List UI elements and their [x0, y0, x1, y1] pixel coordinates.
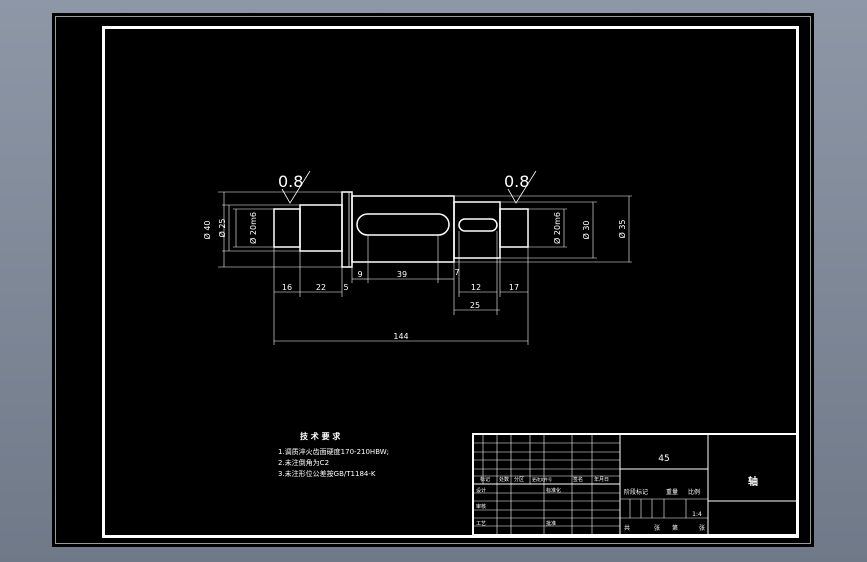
- weight-label: 重量: [666, 488, 678, 496]
- sheet-total-prefix: 共: [624, 524, 630, 532]
- dim-22: 22: [316, 283, 326, 292]
- dim-d40: Ø 40: [202, 220, 212, 239]
- roughness-right-label: 0.8: [504, 172, 529, 191]
- part-name: 轴: [748, 475, 758, 488]
- drawing-sheet: 0.8 0.8 Ø 40 Ø 25 Ø 20m6 Ø 20m6 Ø 30 Ø 3…: [52, 13, 814, 547]
- role-review: 审核: [476, 503, 486, 510]
- dim-144: 144: [393, 332, 408, 341]
- stage-mark-label: 阶段标记: [624, 488, 648, 496]
- shaft-drawing: 0.8 0.8 Ø 40 Ø 25 Ø 20m6 Ø 20m6 Ø 30 Ø 3…: [55, 16, 811, 544]
- material-label: 45: [658, 454, 669, 464]
- outer-frame: [55, 16, 811, 544]
- header-zone: 分区: [514, 476, 524, 483]
- note-line-2: 2.未注倒角为C2: [278, 458, 329, 467]
- dim-d35: Ø 35: [617, 219, 627, 238]
- dim-39: 39: [397, 270, 407, 279]
- roughness-symbols: [281, 170, 537, 204]
- sheet-number-suffix: 张: [699, 524, 705, 532]
- roughness-left-label: 0.8: [278, 172, 303, 191]
- drawing-border: [102, 26, 799, 538]
- role-standard: 标准化: [546, 487, 561, 494]
- dim-16: 16: [282, 283, 292, 292]
- dimension-lines: [218, 191, 632, 345]
- role-process: 工艺: [476, 521, 486, 527]
- sheet-number-prefix: 第: [672, 524, 678, 532]
- dim-9: 9: [357, 270, 362, 279]
- dim-d30: Ø 30: [581, 220, 591, 239]
- note-line-3: 3.未注形位公差按GB/T1184-K: [278, 469, 376, 478]
- role-approve: 批准: [546, 520, 556, 527]
- header-count: 处数: [499, 476, 509, 483]
- dim-17: 17: [509, 283, 519, 292]
- dim-d20m6-left: Ø 20m6: [248, 212, 258, 244]
- note-line-1: 1.调质淬火齿面硬度170-210HBW;: [278, 447, 389, 456]
- dim-12: 12: [471, 283, 481, 292]
- notes-title: 技 术 要 求: [300, 431, 341, 441]
- dim-25: 25: [470, 301, 480, 310]
- role-design: 设计: [476, 487, 486, 494]
- scale-value: 1:4: [692, 511, 702, 518]
- scale-label: 比例: [688, 488, 700, 496]
- dim-d20m6-right: Ø 20m6: [552, 212, 562, 244]
- header-mark: 标记: [480, 476, 490, 483]
- dim-d25: Ø 25: [217, 218, 227, 237]
- dim-7: 7: [454, 268, 459, 277]
- title-block: [472, 433, 799, 536]
- header-change-doc: 更改文件号: [532, 476, 552, 482]
- header-signature: 签名: [573, 476, 583, 483]
- dim-5: 5: [343, 283, 348, 292]
- sheet-total-suffix: 张: [654, 524, 660, 532]
- shaft-outline: [273, 191, 529, 268]
- header-date: 年月日: [594, 476, 609, 483]
